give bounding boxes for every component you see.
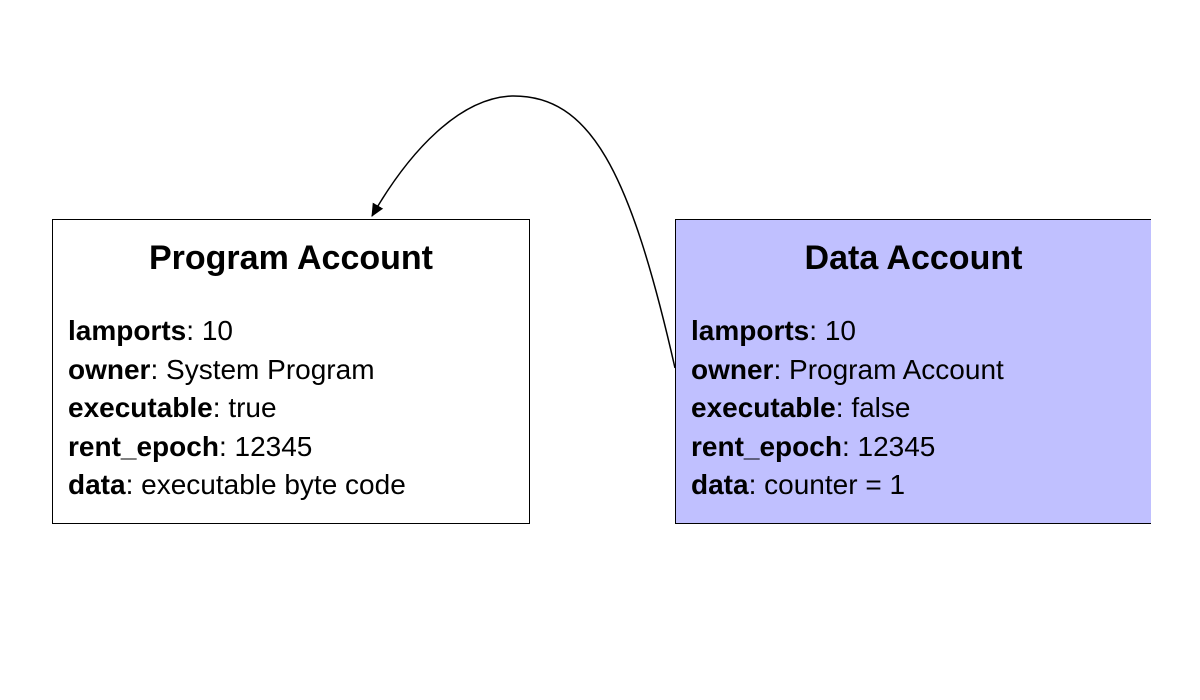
field-separator: : <box>841 430 858 462</box>
field-value: 12345 <box>857 430 936 462</box>
field-row-data: data: executable byte code <box>68 466 406 505</box>
field-key: rent_epoch <box>68 430 219 462</box>
field-key: lamports <box>691 315 810 346</box>
field-value: Program Account <box>789 353 1004 385</box>
field-separator: : <box>218 430 235 462</box>
owner-arrow-path <box>371 95 676 369</box>
field-value: true <box>228 392 277 423</box>
field-separator: : <box>125 469 142 500</box>
data-account-box: Data Account lamports: 10 owner: Program… <box>675 219 1151 524</box>
field-separator: : <box>186 315 202 346</box>
field-value: System Program <box>166 353 375 385</box>
field-row-lamports: lamports: 10 <box>68 312 406 351</box>
field-separator: : <box>809 315 825 346</box>
field-value: executable byte code <box>141 469 406 500</box>
field-key: rent_epoch <box>691 430 842 462</box>
field-key: owner <box>691 353 774 385</box>
program-account-title: Program Account <box>148 239 433 277</box>
field-separator: : <box>748 469 765 500</box>
program-account-fields: lamports: 10 owner: System Program execu… <box>68 312 406 505</box>
field-separator: : <box>773 353 790 385</box>
field-key: owner <box>68 353 151 385</box>
field-separator: : <box>150 353 167 385</box>
data-account-fields: lamports: 10 owner: Program Account exec… <box>691 312 1004 505</box>
field-row-executable: executable: true <box>68 389 406 428</box>
field-row-lamports: lamports: 10 <box>691 312 1004 351</box>
field-row-owner: owner: Program Account <box>691 351 1004 390</box>
field-row-rent-epoch: rent_epoch: 12345 <box>68 428 406 467</box>
field-key: executable <box>68 392 213 423</box>
field-row-executable: executable: false <box>691 389 1004 428</box>
field-row-data: data: counter = 1 <box>691 466 1004 505</box>
field-key: data <box>68 469 126 500</box>
field-value: 10 <box>824 315 856 346</box>
field-key: data <box>691 469 749 500</box>
data-account-title: Data Account <box>804 239 1023 277</box>
field-value: false <box>851 392 911 423</box>
field-value: counter = 1 <box>764 469 906 500</box>
field-key: lamports <box>68 315 187 346</box>
field-separator: : <box>212 392 229 423</box>
program-account-box: Program Account lamports: 10 owner: Syst… <box>52 219 530 524</box>
field-row-rent-epoch: rent_epoch: 12345 <box>691 428 1004 467</box>
field-row-owner: owner: System Program <box>68 351 406 390</box>
field-key: executable <box>691 392 836 423</box>
field-separator: : <box>835 392 852 423</box>
field-value: 10 <box>201 315 233 346</box>
field-value: 12345 <box>234 430 313 462</box>
